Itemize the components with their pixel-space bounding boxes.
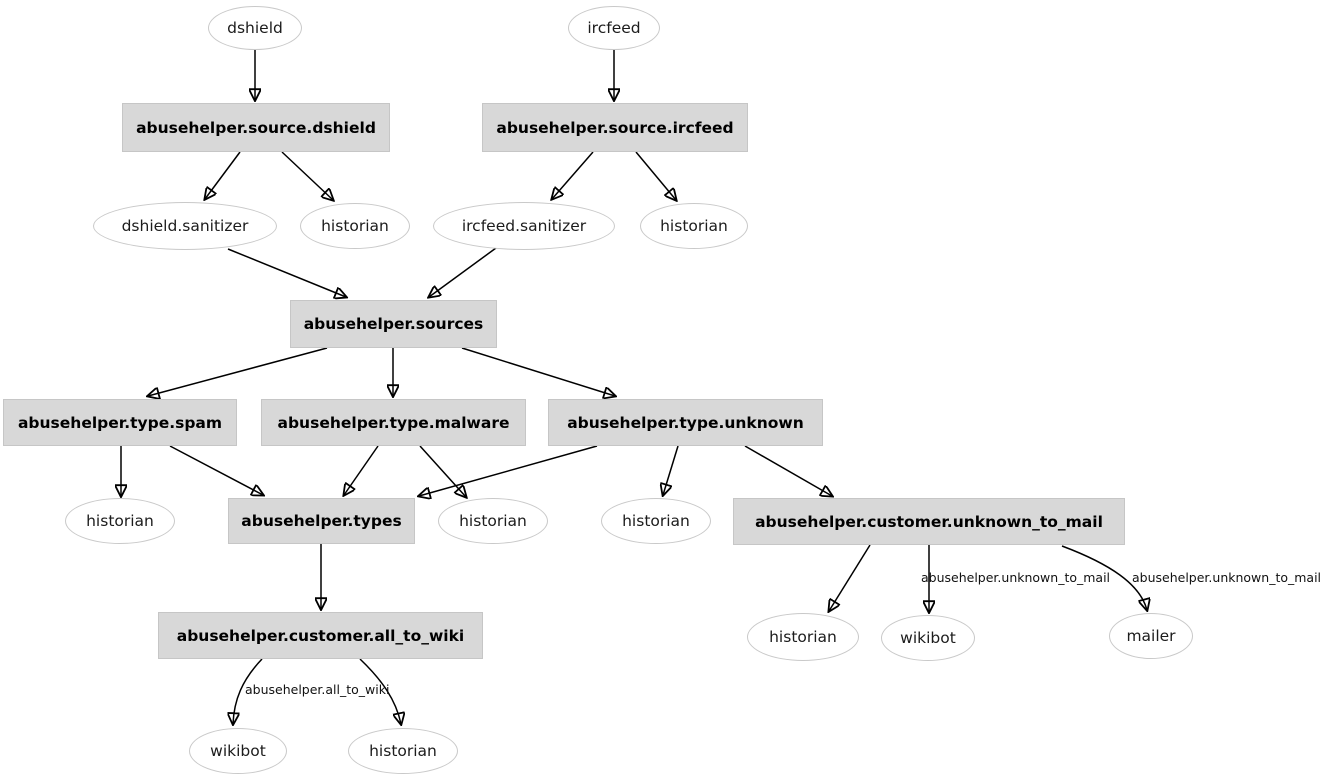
edge-all-to-wiki-to-historian (359, 658, 401, 724)
edge-ircfeed-sanitizer-to-sources (429, 247, 497, 297)
node-dshield-sanitizer: dshield.sanitizer (93, 202, 277, 250)
node-mailer: mailer (1109, 613, 1193, 659)
edge-type-malware-to-historian (419, 445, 466, 497)
edge-unknown-to-mail-to-historian (829, 544, 871, 611)
edge-label-unknown-to-mail-mailer: abusehelper.unknown_to_mail (1132, 570, 1322, 585)
node-historian-type-unknown: historian (601, 498, 711, 544)
node-sources: abusehelper.sources (290, 300, 497, 348)
edge-label-all-to-wiki-wikibot: abusehelper.all_to_wiki (245, 682, 390, 697)
node-historian-type-spam: historian (65, 498, 175, 544)
edge-source-dshield-to-historian (281, 151, 333, 200)
edge-type-malware-to-types (344, 445, 379, 495)
node-wikibot-unknown-to-mail: wikibot (881, 615, 975, 661)
edge-type-unknown-to-types (419, 445, 598, 496)
node-customer-all-to-wiki: abusehelper.customer.all_to_wiki (158, 612, 483, 659)
node-source-dshield: abusehelper.source.dshield (122, 103, 390, 152)
edge-type-unknown-to-historian (663, 445, 679, 495)
node-customer-unknown-to-mail: abusehelper.customer.unknown_to_mail (733, 498, 1125, 545)
edge-unknown-to-mail-to-mailer (1061, 545, 1147, 610)
node-ircfeed: ircfeed (568, 6, 660, 50)
node-historian-unknown-to-mail: historian (747, 613, 859, 661)
node-type-malware: abusehelper.type.malware (261, 399, 526, 446)
edge-type-unknown-to-unknown-to-mail (744, 445, 832, 496)
node-dshield: dshield (208, 6, 302, 50)
node-type-unknown: abusehelper.type.unknown (548, 399, 823, 446)
node-type-spam: abusehelper.type.spam (3, 399, 237, 446)
node-historian-source-dshield: historian (300, 203, 410, 249)
node-historian-type-malware: historian (438, 498, 548, 544)
edge-source-ircfeed-to-ircfeed-sanitizer (552, 151, 594, 199)
edge-dshield-sanitizer-to-sources (227, 248, 346, 297)
node-historian-source-ircfeed: historian (640, 203, 748, 249)
edge-all-to-wiki-to-wikibot (233, 658, 263, 724)
node-source-ircfeed: abusehelper.source.ircfeed (482, 103, 748, 152)
edge-label-unknown-to-mail-wikibot: abusehelper.unknown_to_mail (921, 570, 1111, 585)
edge-type-spam-to-types (169, 445, 263, 495)
edge-source-dshield-to-dshield-sanitizer (205, 151, 241, 199)
node-historian-all-to-wiki: historian (348, 728, 458, 774)
node-types: abusehelper.types (228, 498, 415, 544)
node-ircfeed-sanitizer: ircfeed.sanitizer (433, 202, 615, 250)
edge-sources-to-type-spam (148, 347, 328, 396)
node-wikibot-all-to-wiki: wikibot (189, 728, 287, 774)
edge-source-ircfeed-to-historian (635, 151, 676, 200)
edge-sources-to-type-unknown (461, 347, 615, 396)
